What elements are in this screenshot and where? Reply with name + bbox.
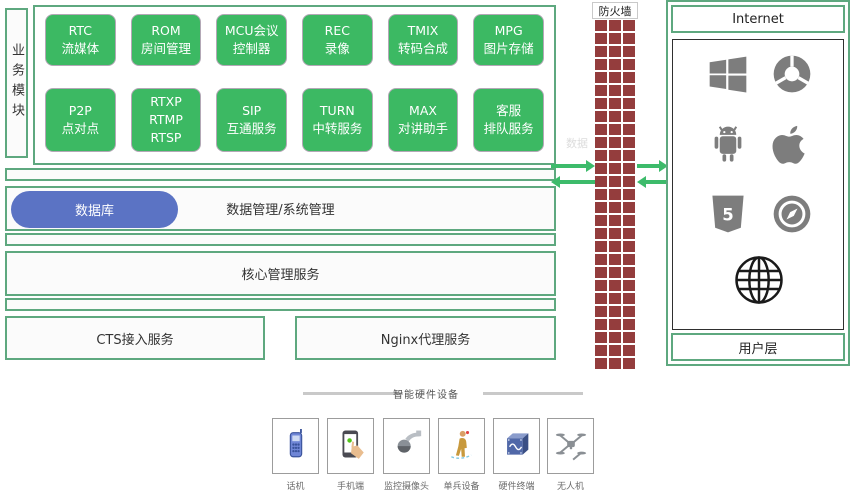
spacer-bar-2 — [5, 233, 556, 246]
internet-header: Internet — [671, 5, 845, 33]
module-rec: REC 录像 — [301, 14, 373, 66]
device-label: 手机端 — [336, 482, 364, 492]
core-management-row: 核心管理服务 — [5, 251, 556, 296]
module-max: MAX 对讲助手 — [387, 88, 459, 153]
cellphone-icon — [279, 427, 313, 465]
database-pill: 数据库 — [11, 191, 178, 228]
spacer-bar-1 — [5, 168, 556, 181]
module-mpg: MPG 图片存储 — [473, 14, 544, 66]
html5-icon: 5 — [706, 192, 750, 236]
field-person-icon — [445, 427, 479, 465]
module-turn: TURN 中转服务 — [301, 88, 373, 153]
device-label: 硬件终端 — [498, 482, 535, 492]
module-kefu: 客服 排队服务 — [473, 88, 544, 153]
spacer-bar-3 — [5, 298, 556, 311]
devices-section-title: 智能硬件设备 — [393, 390, 459, 401]
data-management-row: 数据库 数据管理/系统管理 — [5, 186, 556, 231]
module-rtxp: RTXP RTMP RTSP — [130, 88, 202, 153]
windows-icon — [706, 52, 750, 96]
android-icon — [706, 122, 750, 166]
module-rtc: RTC 流媒体 — [45, 14, 116, 66]
apple-icon — [770, 122, 814, 166]
cts-label: CTS接入服务 — [96, 332, 174, 348]
title-line-left — [303, 392, 403, 395]
module-sip: SIP 互通服务 — [216, 88, 287, 153]
device-box-person — [438, 418, 485, 474]
internet-panel: Internet 5 用户层 — [666, 0, 850, 366]
arrow-left-from-firewall-icon — [551, 176, 595, 188]
device-box-cellphone — [272, 418, 319, 474]
nginx-label: Nginx代理服务 — [380, 332, 471, 348]
globe-icon — [732, 253, 786, 307]
module-mcu: MCU会议 控制器 — [216, 14, 287, 66]
svg-text:5: 5 — [722, 205, 733, 224]
device-label: 监控摄像头 — [383, 482, 429, 492]
faint-data-label: 数据 — [566, 137, 588, 150]
smartphone-touch-icon — [334, 427, 368, 465]
user-layer-label: 用户层 — [671, 333, 845, 361]
cts-access-box: CTS接入服务 — [5, 316, 265, 360]
codec-box-icon — [500, 427, 534, 465]
compass-browser-icon — [770, 192, 814, 236]
nginx-proxy-box: Nginx代理服务 — [295, 316, 556, 360]
device-box-codec — [493, 418, 540, 474]
chrome-icon — [770, 52, 814, 96]
device-label: 话机 — [286, 482, 305, 492]
arrow-left-from-internet-icon — [637, 176, 668, 188]
drone-icon — [554, 427, 588, 465]
device-label: 单兵设备 — [443, 482, 480, 492]
client-platform-icons-area: 5 — [672, 39, 844, 330]
module-tmix: TMIX 转码合成 — [387, 14, 459, 66]
device-box-smartphone — [327, 418, 374, 474]
title-line-right — [483, 392, 583, 395]
business-modules-panel: RTC 流媒体 ROM 房间管理 MCU会议 控制器 REC 录像 TMIX 转… — [33, 5, 556, 165]
business-module-side-label: 业务模块 — [5, 8, 28, 158]
arrow-right-to-firewall-icon — [551, 160, 595, 172]
firewall-brick-wall — [595, 20, 637, 369]
firewall-title: 防火墙 — [592, 2, 638, 19]
device-box-camera — [383, 418, 430, 474]
arrow-right-to-internet-icon — [637, 160, 668, 172]
modules-grid: RTC 流媒体 ROM 房间管理 MCU会议 控制器 REC 录像 TMIX 转… — [45, 14, 544, 153]
module-p2p: P2P 点对点 — [45, 88, 116, 153]
ptz-camera-icon — [390, 427, 424, 465]
core-management-label: 核心管理服务 — [241, 268, 320, 283]
device-box-drone — [547, 418, 594, 474]
module-rom: ROM 房间管理 — [130, 14, 202, 66]
data-system-label: 数据管理/系统管理 — [226, 203, 335, 218]
device-label: 无人机 — [556, 482, 584, 492]
